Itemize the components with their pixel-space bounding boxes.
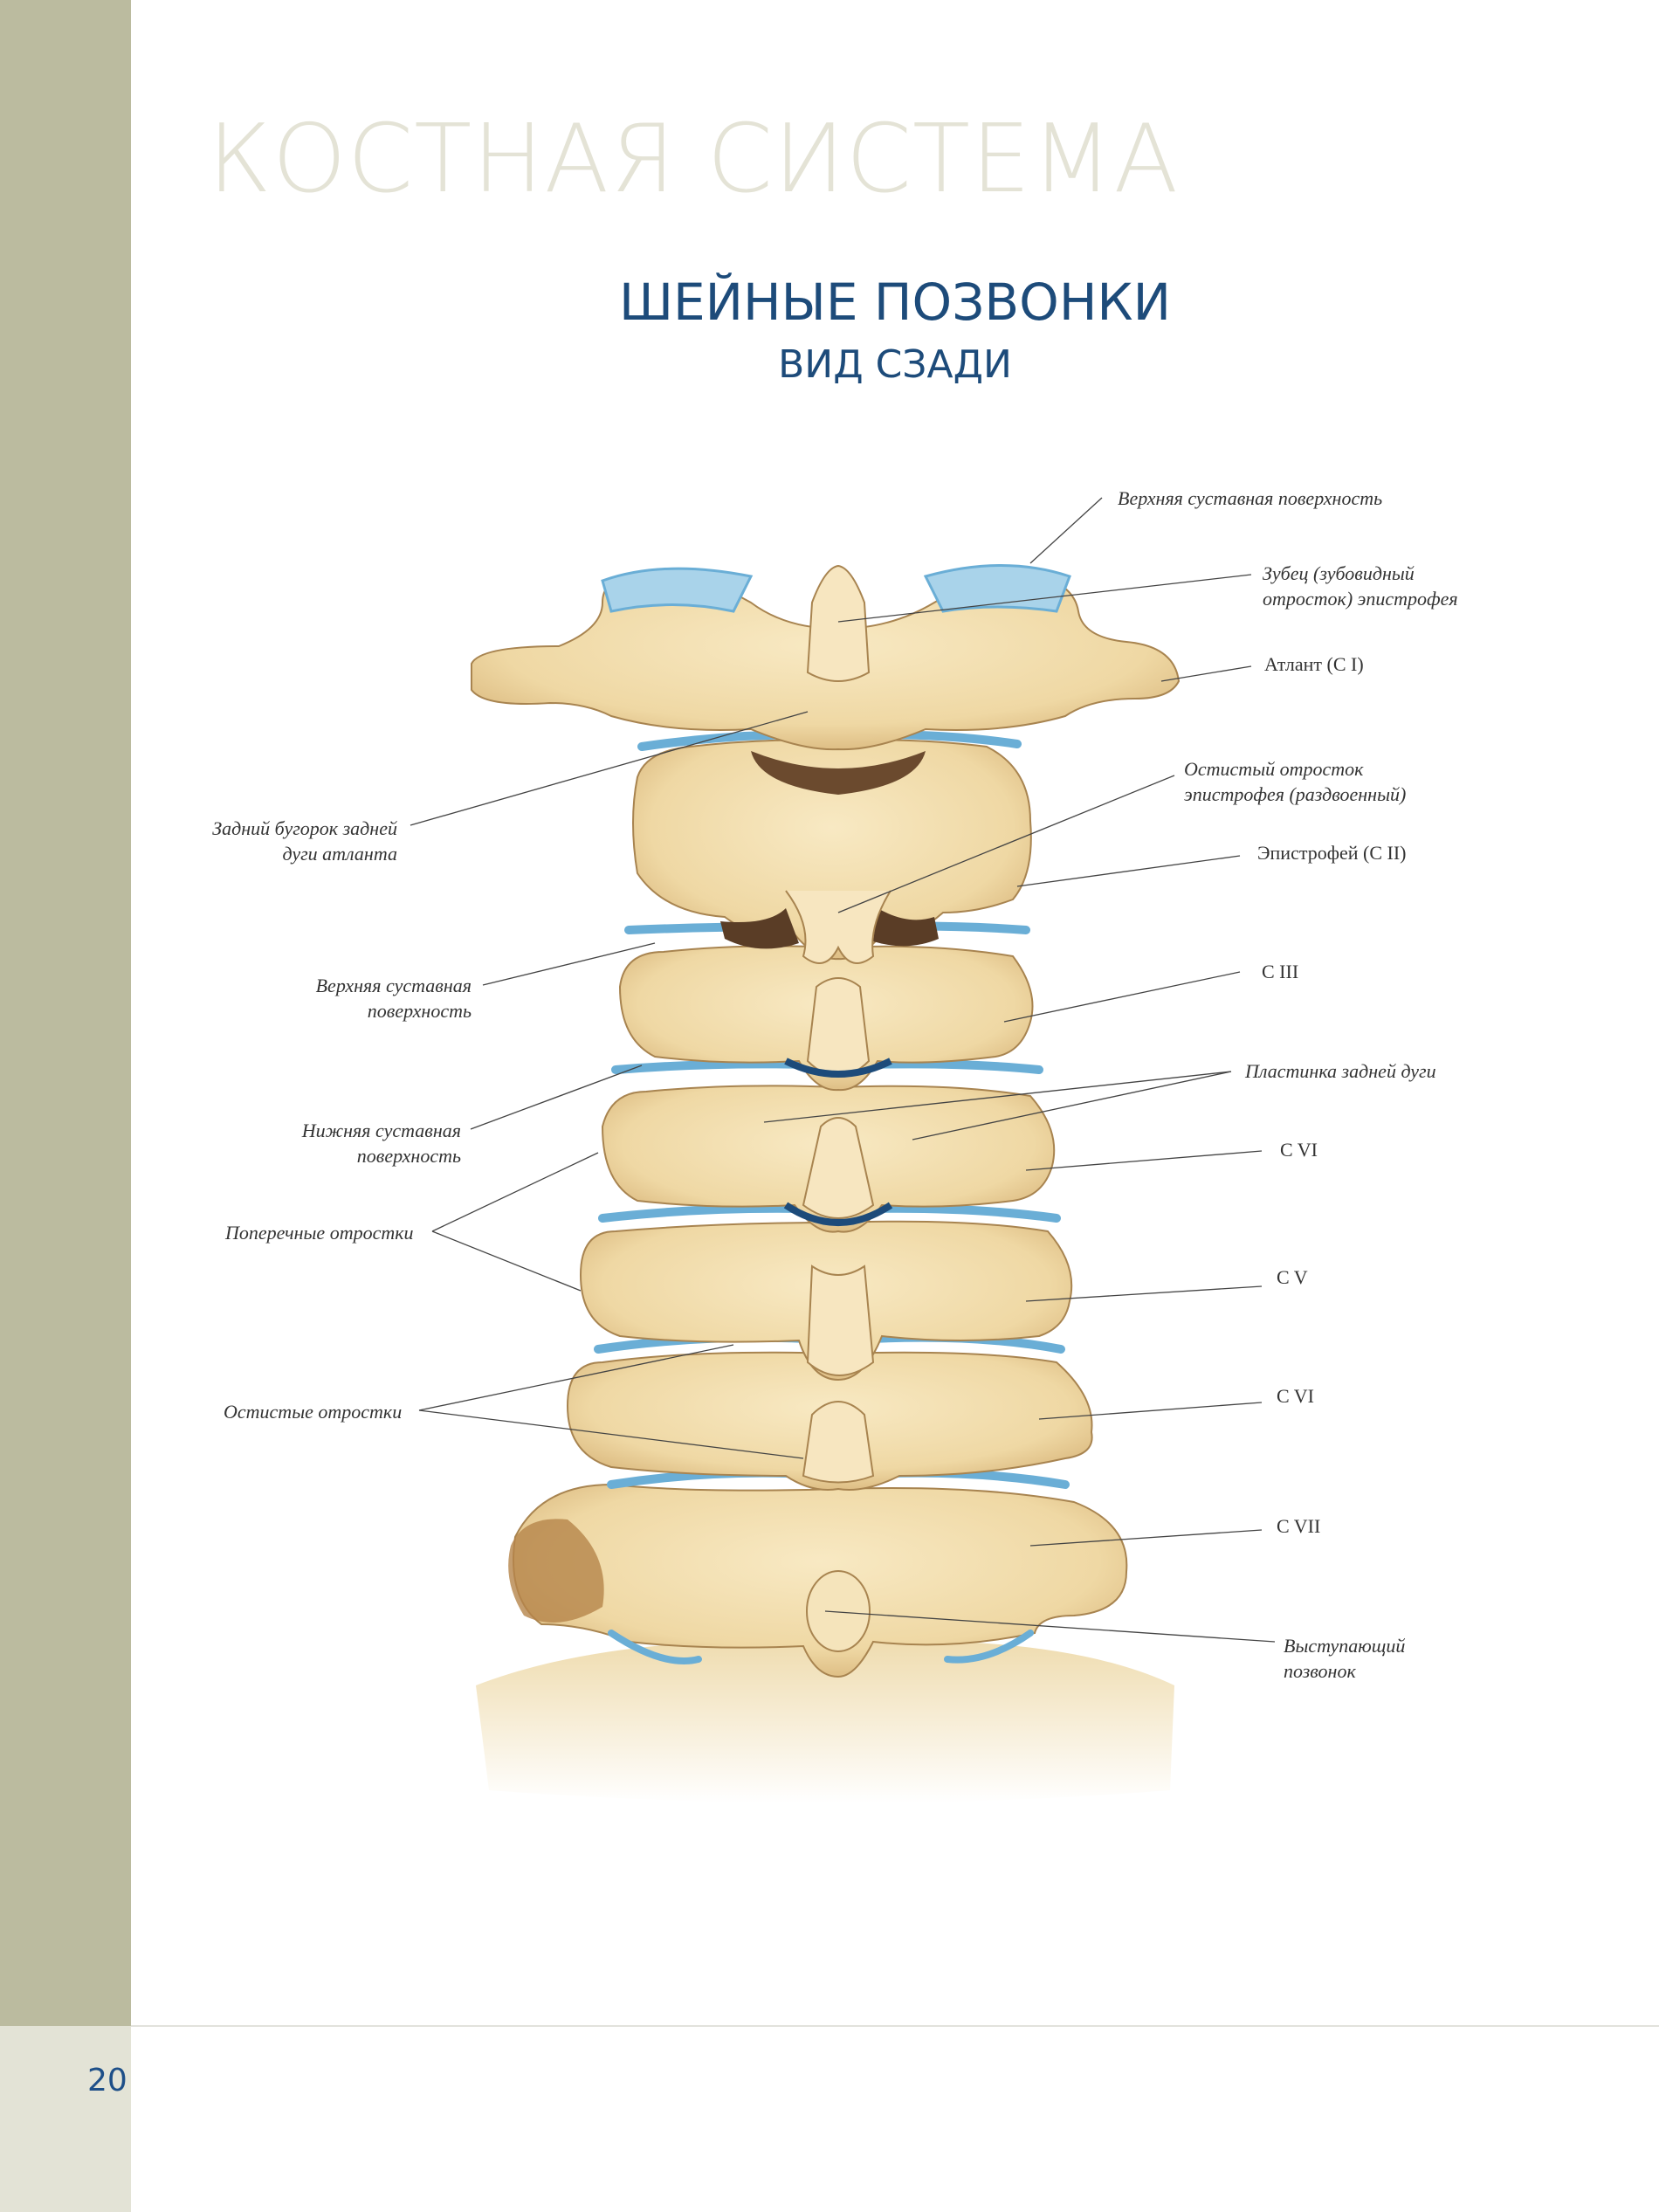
label-vertebra-prominens-line-2: позвонок bbox=[1284, 1660, 1356, 1682]
label-c6: C VI bbox=[1277, 1385, 1314, 1407]
vertebra-c5 bbox=[579, 1220, 1073, 1382]
sidebar-footer-band bbox=[0, 2026, 131, 2212]
spine-drawing bbox=[471, 564, 1181, 1803]
label-inferior-articular-line-2: поверхность bbox=[356, 1145, 461, 1167]
vertebra-c6 bbox=[566, 1351, 1093, 1491]
base-shadow bbox=[476, 1640, 1174, 1803]
label-dens-line-2: отросток) эпистрофея bbox=[1263, 588, 1458, 610]
label-axis-spinous-process: Остистый отросток эпистрофея (раздвоенны… bbox=[1184, 756, 1406, 807]
label-inferior-articular-line-1: Нижняя суставная bbox=[301, 1120, 461, 1141]
label-vertebra-prominens: Выступающий позвонок bbox=[1284, 1633, 1405, 1684]
label-axis: Эпистрофей (C II) bbox=[1257, 842, 1407, 864]
label-c7: C VII bbox=[1277, 1515, 1321, 1537]
vertebra-c4 bbox=[601, 1085, 1056, 1233]
label-posterior-tubercle-line-1: Задний бугорок задней bbox=[212, 817, 397, 839]
label-transverse-processes: Поперечные отростки bbox=[225, 1222, 414, 1244]
label-inferior-articular-surface: Нижняя суставная поверхность bbox=[253, 1118, 461, 1168]
leader-lines bbox=[410, 497, 1276, 1643]
label-superior-articular-line-1: Верхняя суставная bbox=[315, 975, 472, 996]
label-lamina: Пластинка задней дуги bbox=[1245, 1060, 1436, 1082]
label-superior-articular-surface-top: Верхняя суставная поверхность bbox=[1118, 487, 1383, 509]
page-number: 20 bbox=[87, 2063, 127, 2098]
label-dens: Зубец (зубовидный отросток) эпистрофея bbox=[1263, 561, 1458, 611]
label-posterior-tubercle-line-2: дуги атланта bbox=[282, 843, 397, 865]
label-vertebra-prominens-line-1: Выступающий bbox=[1284, 1635, 1406, 1657]
vertebra-c2-axis bbox=[632, 739, 1032, 964]
label-superior-articular-surface: Верхняя суставная поверхность bbox=[262, 973, 472, 1023]
label-atlas: Атлант (C I) bbox=[1264, 653, 1364, 675]
label-axis-spinous-line-2: эпистрофея (раздвоенный) bbox=[1184, 783, 1407, 805]
figure-title: ШЕЙНЫЕ ПОЗВОНКИ bbox=[619, 272, 1171, 332]
label-c3: C III bbox=[1262, 961, 1299, 982]
label-c4: C VI bbox=[1280, 1139, 1318, 1161]
sidebar-band bbox=[0, 0, 131, 2026]
figure-subtitle: ВИД СЗАДИ bbox=[778, 342, 1012, 387]
label-posterior-tubercle: Задний бугорок задней дуги атланта bbox=[157, 816, 397, 866]
label-dens-line-1: Зубец (зубовидный bbox=[1263, 562, 1415, 584]
vertebra-c7 bbox=[508, 1483, 1128, 1678]
footer-divider bbox=[131, 2025, 1659, 2027]
label-axis-spinous-line-1: Остистый отросток bbox=[1184, 758, 1364, 780]
section-title: КОСТНАЯ СИСТЕМА bbox=[208, 105, 1180, 214]
label-spinous-processes: Остистые отростки bbox=[224, 1401, 403, 1423]
dens bbox=[806, 564, 871, 682]
label-superior-articular-line-2: поверхность bbox=[367, 1000, 472, 1022]
label-c5: C V bbox=[1277, 1266, 1308, 1288]
